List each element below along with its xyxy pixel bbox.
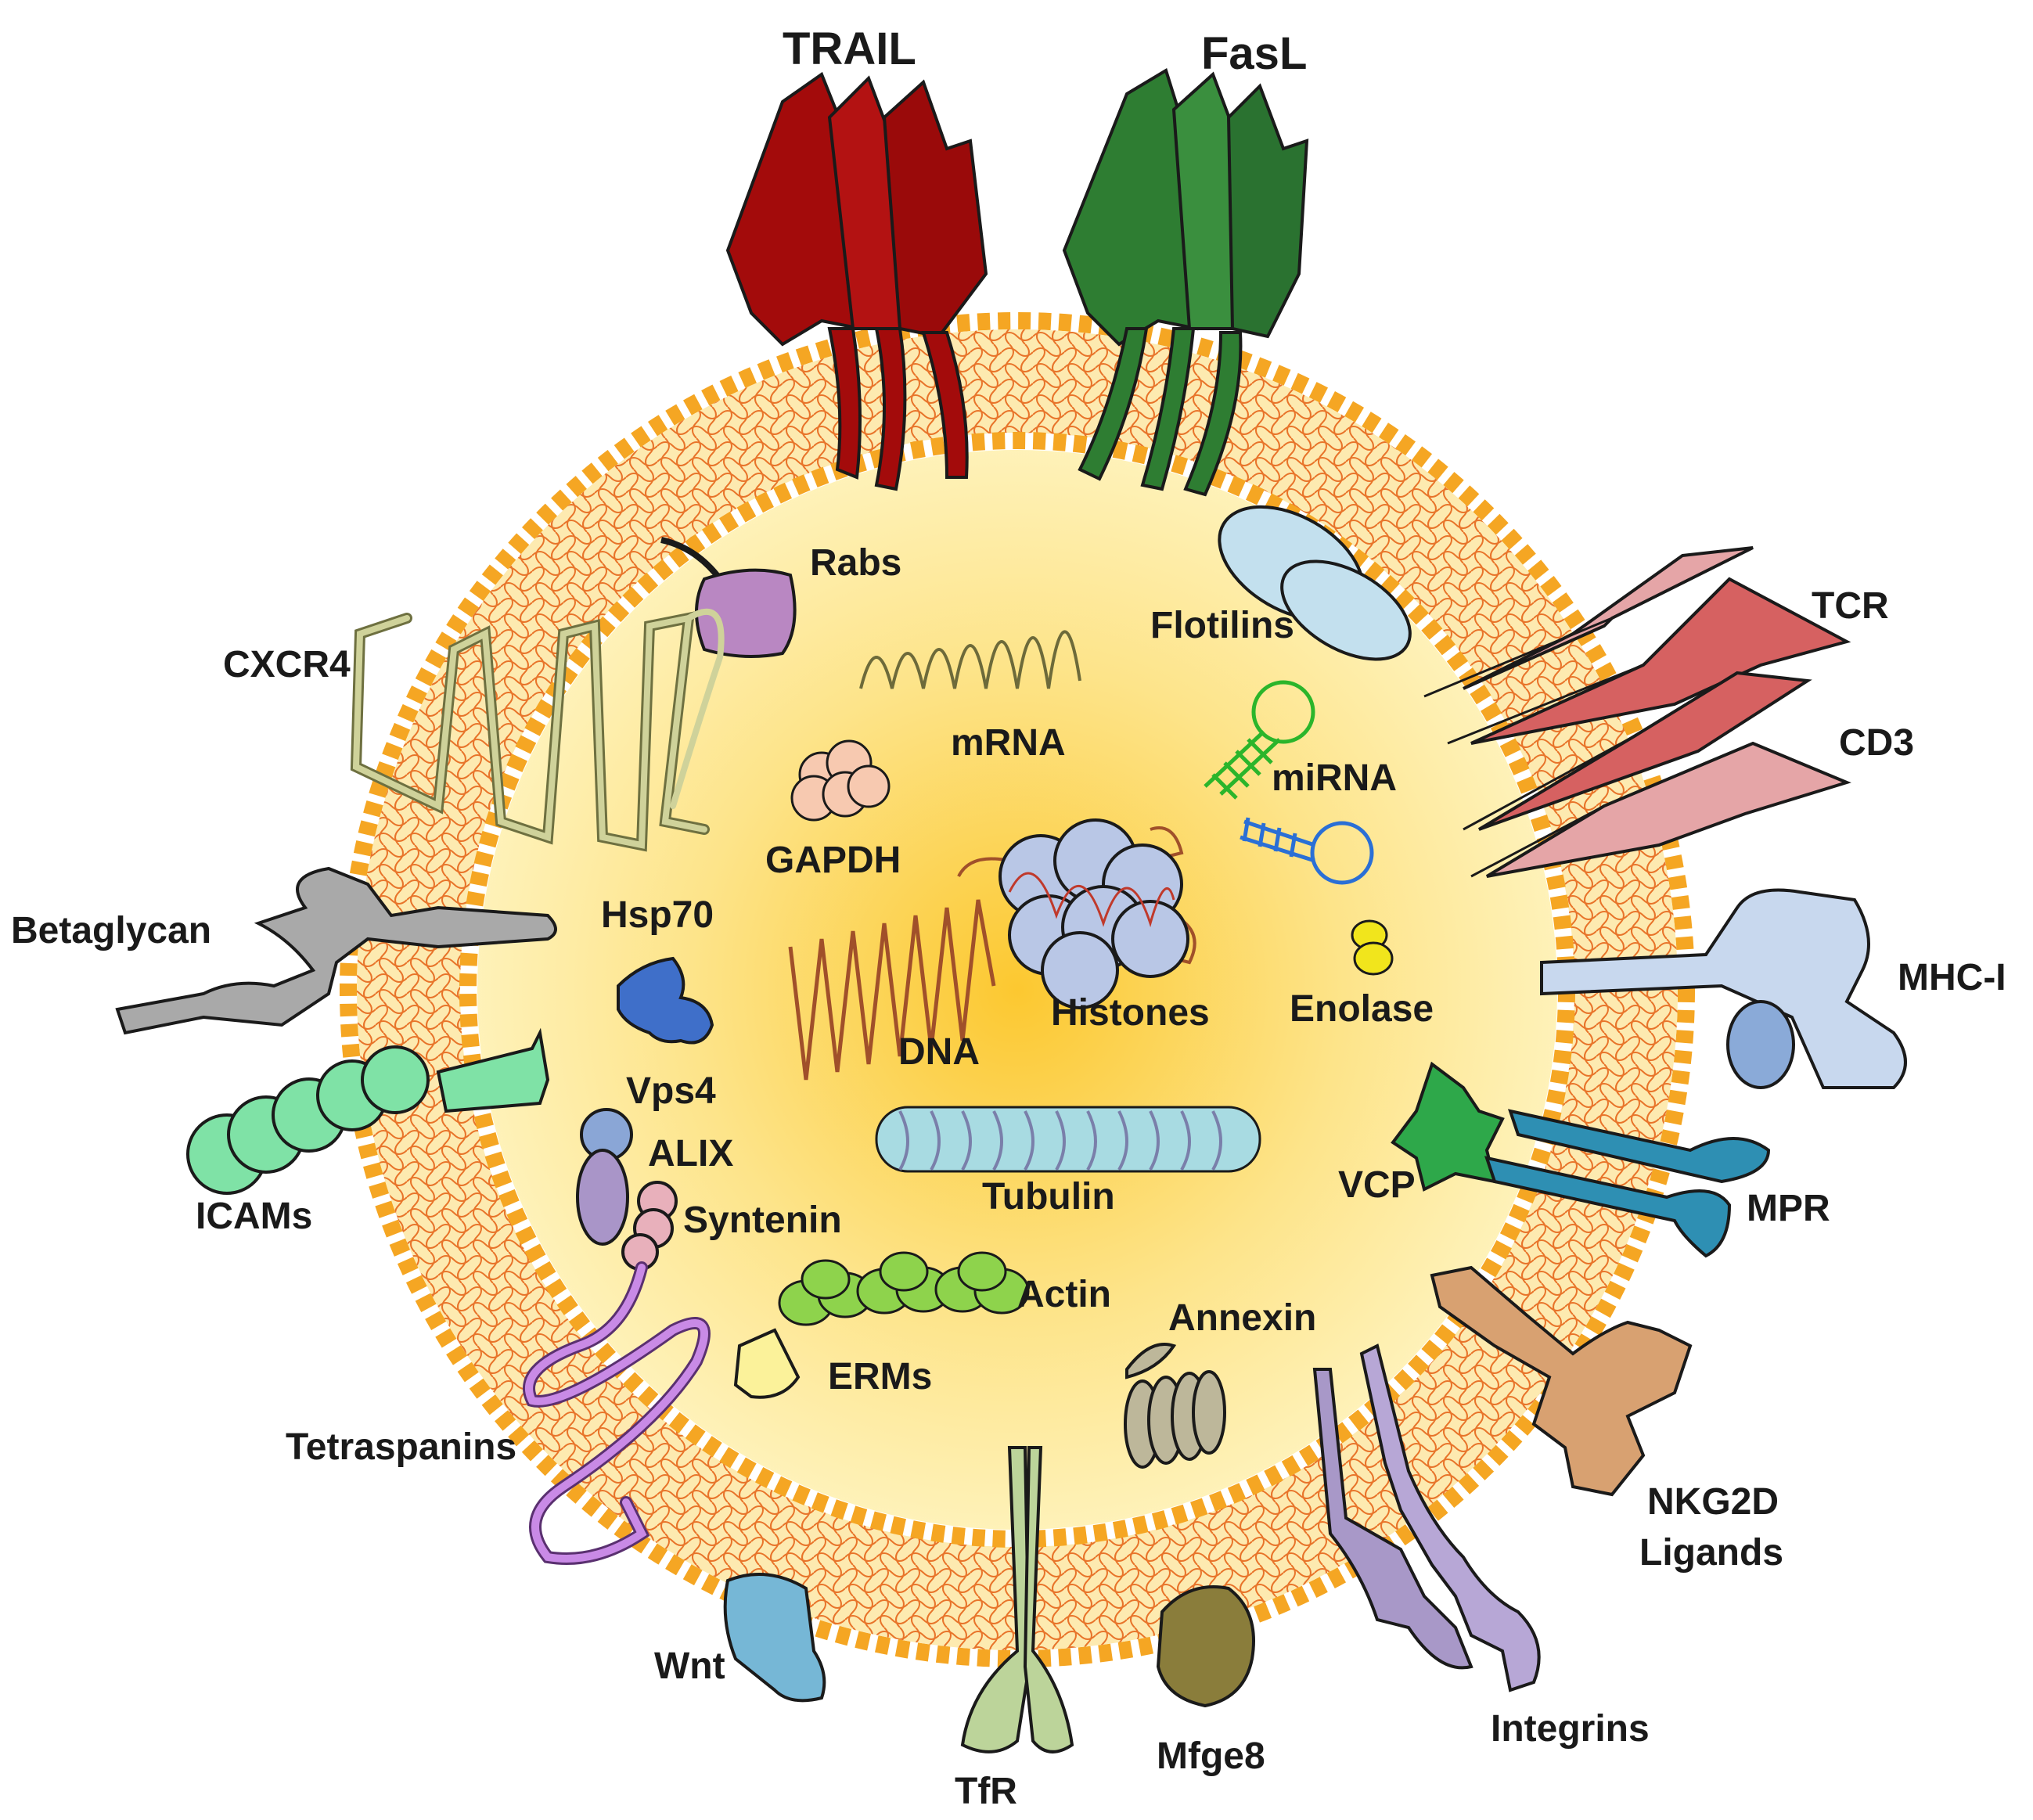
labels: TRAIL FasL Rabs CXCR4 Betaglycan ICAMs m… [11,23,2006,1812]
label-trail: TRAIL [783,23,916,74]
wnt-shape [723,1573,826,1703]
label-cxcr4: CXCR4 [223,644,351,685]
membrane-outer-beads [340,312,1695,1667]
label-vps4: Vps4 [626,1070,716,1112]
nkg2d-ligands-shape [1430,1265,1693,1497]
label-dna: DNA [898,1031,980,1073]
enolase-shape [1351,919,1394,976]
annexin-shape [1124,1343,1226,1469]
vcp-shape [1391,1061,1505,1192]
label-nkg2d-line2: Ligands [1639,1532,1783,1574]
betaglycan-shape [115,866,557,1035]
actin-shape [778,1251,1030,1326]
syntenin-shape [621,1181,678,1271]
label-tubulin: Tubulin [982,1176,1115,1218]
flotilins-shape [1218,505,1412,661]
erms-shape [733,1328,801,1399]
label-icams: ICAMs [196,1196,312,1237]
label-rabs: Rabs [810,542,901,584]
vesicle-lumen [477,450,1557,1530]
label-annexin: Annexin [1168,1297,1316,1339]
gapdh-shape [790,739,891,822]
tcr-shape [1423,546,1851,878]
icams-shape [186,1027,550,1195]
hsp70-shape [617,956,714,1045]
label-betaglycan: Betaglycan [11,910,211,951]
label-wnt: Wnt [654,1646,725,1687]
integrins-shape [1312,1343,1541,1692]
tubulin-shape [875,1106,1261,1173]
label-flotilins: Flotilins [1150,605,1294,646]
label-vcp: VCP [1338,1164,1416,1206]
label-nkg2d-line1: NKG2D [1647,1481,1779,1523]
label-mirna: miRNA [1272,757,1397,799]
label-mpr: MPR [1747,1188,1830,1229]
label-tetraspanins: Tetraspanins [286,1426,516,1468]
tetraspanins-shape [523,1261,711,1565]
mpr-shape [1484,1109,1771,1258]
trail-shape [725,71,988,491]
cxcr4-shape [350,608,725,852]
label-tcr: TCR [1812,585,1889,627]
label-hsp70: Hsp70 [601,894,714,936]
label-tfr: TfR [955,1771,1017,1812]
label-actin: Actin [1017,1274,1111,1315]
label-mfge8: Mfge8 [1157,1735,1265,1777]
tfr-shape [960,1446,1074,1753]
label-syntenin: Syntenin [683,1200,842,1241]
label-fasl: FasL [1201,28,1307,79]
label-histones: Histones [1051,992,1210,1034]
label-integrins: Integrins [1491,1708,1650,1750]
histones-shape [957,818,1196,1009]
label-gapdh: GAPDH [765,840,901,881]
label-alix: ALIX [648,1133,733,1174]
mfge8-shape [1156,1585,1255,1708]
label-mrna: mRNA [951,722,1066,764]
mirna-shape [1204,680,1374,885]
label-mhc-i: MHC-I [1898,957,2006,998]
mrna-shape [859,630,1081,689]
fasl-shape [1062,67,1309,497]
label-erms: ERMs [828,1356,932,1397]
mhc-i-shape [1540,888,1907,1089]
label-cd3: CD3 [1839,722,1914,764]
dna-shape [788,899,996,1081]
alix-shape [576,1149,629,1246]
label-enolase: Enolase [1290,988,1434,1030]
